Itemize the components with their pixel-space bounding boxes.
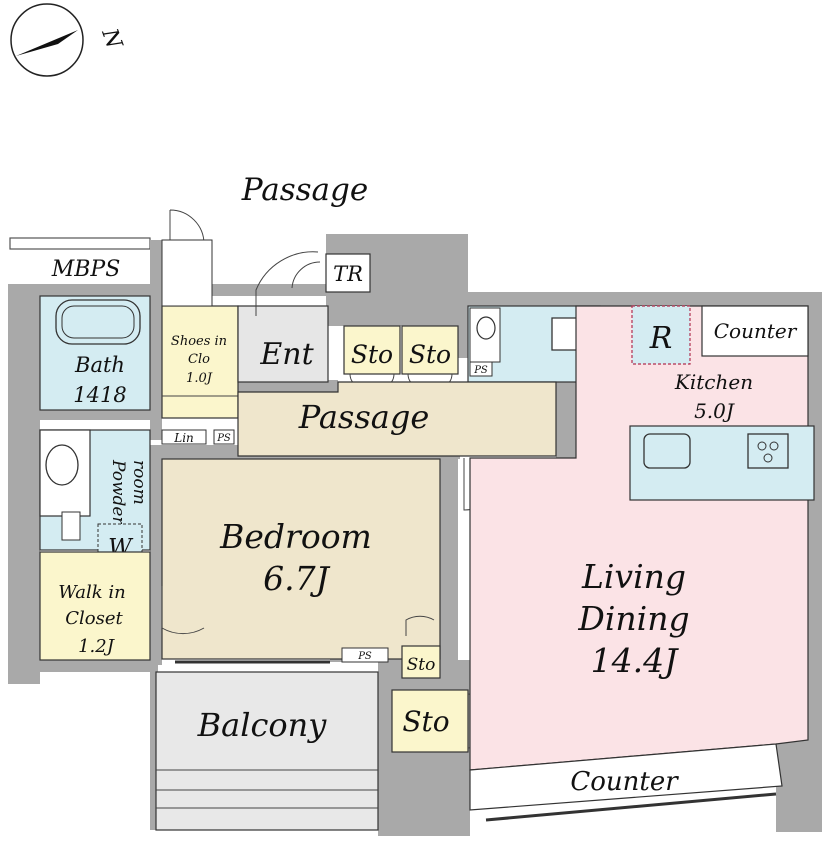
counter-top-label: Counter <box>714 319 798 343</box>
passage <box>237 381 557 457</box>
walkin-name: Walk in <box>58 582 125 603</box>
walkin-name-2: Closet <box>65 608 123 629</box>
storage-small-label: Sto <box>407 655 436 675</box>
ps-bedroom <box>341 647 389 663</box>
living-name: Living <box>581 557 686 596</box>
trunk-room-label: TR <box>333 262 363 286</box>
shoes-name: Shoes in <box>171 334 227 349</box>
storage-balcony <box>391 689 469 753</box>
balcony-label: Balcony <box>197 706 328 744</box>
mbps-label: MBPS <box>51 257 121 282</box>
storage-small <box>401 645 441 679</box>
linen-closet <box>161 429 207 445</box>
shoes-closet <box>161 305 239 419</box>
shoes-door-icon <box>169 209 205 245</box>
balcony <box>155 671 379 831</box>
sink-icon <box>45 444 79 486</box>
compass-needle-icon <box>16 30 78 56</box>
refrigerator-label: R <box>649 321 673 356</box>
trunk-room <box>325 253 371 293</box>
front-door-swing-icon <box>255 251 319 316</box>
faucet-icon <box>61 511 81 541</box>
storage-balcony-label: Sto <box>402 705 449 738</box>
storage-a-label: Sto <box>351 340 393 369</box>
storage-b <box>401 325 459 375</box>
powder-room-label-2: room <box>129 460 149 505</box>
compass-north-label: N <box>96 25 127 53</box>
ps-lin-label: PS <box>216 433 231 444</box>
counter-bottom-label: Counter <box>570 767 679 797</box>
closet-door-icon <box>161 586 205 635</box>
compass-ring <box>10 3 84 77</box>
refrigerator <box>631 305 691 365</box>
bath-name: Bath <box>74 353 125 377</box>
ps-toilet <box>469 361 493 377</box>
powder-room-label: Powder <box>108 459 128 525</box>
bathtub-icon <box>55 299 141 345</box>
outer-passage-label: Passage <box>241 172 368 208</box>
bedroom <box>161 458 441 660</box>
walk-in-closet <box>39 551 151 661</box>
hand-basin-icon <box>476 316 496 340</box>
kitchen-name: Kitchen <box>674 370 753 394</box>
storage-b-label: Sto <box>409 340 451 369</box>
entrance <box>237 305 329 383</box>
mbps-strip <box>9 237 151 250</box>
walkin-size: 1.2J <box>78 636 116 657</box>
ps-toilet-label: PS <box>473 365 488 376</box>
counter-top <box>701 305 809 357</box>
bedroom-name: Bedroom <box>219 517 372 556</box>
kitchen-island <box>629 425 815 501</box>
living-dining <box>469 305 809 771</box>
passage-label: Passage <box>298 398 430 436</box>
compass: N <box>10 3 127 77</box>
kitchen-sink-icon <box>643 433 691 469</box>
entrance-label: Ent <box>259 337 314 372</box>
kitchen-size: 5.0J <box>694 399 735 423</box>
shoes-size: 1.0J <box>186 371 213 386</box>
cooktop-icon <box>747 433 789 469</box>
ps-lin <box>213 429 235 445</box>
storage-a <box>343 325 401 375</box>
living-window <box>485 792 777 822</box>
linen-label: Lin <box>173 431 194 445</box>
bedroom-size: 6.7J <box>263 559 330 598</box>
ps-bedroom-label: PS <box>357 651 372 662</box>
counter-bottom <box>469 743 783 811</box>
bath-size: 1418 <box>73 383 126 407</box>
vanity-counter <box>39 429 91 517</box>
living-size: 14.4J <box>591 641 679 680</box>
living-name-2: Dining <box>577 599 689 638</box>
shoes-name-2: Clo <box>188 352 210 367</box>
